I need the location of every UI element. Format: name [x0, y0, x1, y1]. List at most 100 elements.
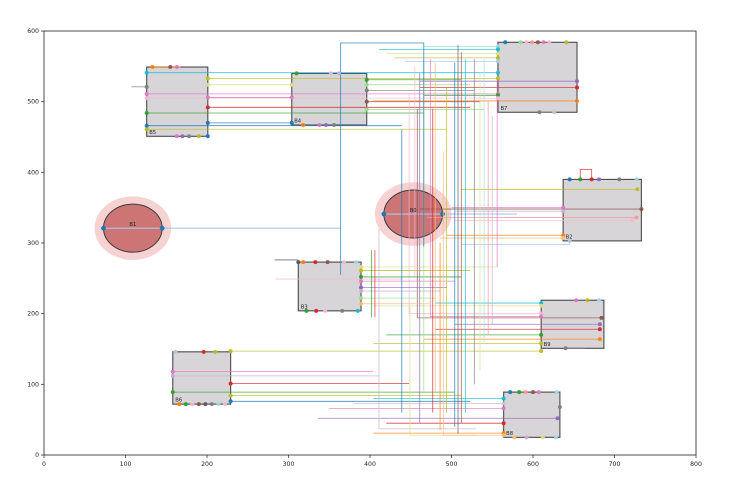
y-tick-label: 500 [27, 99, 39, 106]
pin-dot-11 [205, 82, 210, 87]
pin-dot-34 [364, 107, 369, 112]
pin-dot-43 [495, 44, 500, 49]
pin-dot-131 [501, 396, 506, 401]
pin-dot-109 [213, 349, 218, 354]
x-tick-label: 700 [609, 461, 621, 468]
pin-dot-108 [201, 349, 206, 354]
pin-dot-62 [617, 177, 622, 182]
pin-dot-64 [561, 205, 566, 210]
pin-dot-92 [341, 260, 346, 265]
pin-dot-93 [354, 260, 359, 265]
module-label-B1: B1 [129, 222, 136, 228]
pin-dot-33 [364, 99, 369, 104]
pin-dot-81 [539, 341, 544, 346]
pin-dot-111 [170, 373, 175, 378]
pin-dot-23 [294, 71, 299, 76]
x-tick-label: 300 [283, 461, 295, 468]
pin-dot-142 [555, 416, 560, 421]
pin-dot-113 [228, 349, 233, 354]
pin-dot-95 [314, 308, 319, 313]
pin-dot-67 [561, 236, 566, 241]
pin-dot-15 [174, 134, 179, 139]
block-label-B6: B6 [175, 398, 182, 404]
pin-dot-69 [639, 207, 644, 212]
pin-dot-72 [567, 238, 572, 243]
pin-dot-117 [177, 402, 182, 407]
net-wire-37 [579, 169, 593, 180]
pin-dot-24 [328, 71, 333, 76]
pin-dot-74 [585, 298, 590, 303]
pin-dot-18 [196, 134, 201, 139]
pin-dot-101 [359, 274, 364, 279]
block-B7[interactable] [497, 41, 578, 113]
block-B4[interactable] [291, 72, 368, 126]
block-B8[interactable] [503, 391, 561, 438]
pin-dot-37 [524, 40, 529, 45]
pin-dot-59 [578, 177, 583, 182]
pin-dot-32 [364, 88, 369, 93]
pin-dot-114 [228, 381, 233, 386]
block-B3[interactable] [297, 261, 362, 312]
pin-dot-6 [144, 96, 149, 101]
pin-dot-112 [170, 390, 175, 395]
x-tick-label: 0 [42, 461, 46, 468]
pin-dot-77 [539, 303, 544, 308]
y-tick-label: 200 [27, 311, 39, 318]
pin-dot-132 [501, 401, 506, 406]
pin-dot-86 [597, 337, 602, 342]
block-B2[interactable] [562, 178, 642, 242]
pin-dot-53 [575, 79, 580, 84]
pin-dot-138 [524, 435, 529, 440]
pin-dot-48 [495, 70, 500, 75]
module-label-B0: B0 [410, 208, 417, 214]
block-B6[interactable] [172, 351, 232, 405]
pin-dot-40 [541, 40, 546, 45]
pin-dot-99 [359, 265, 364, 270]
terminal-dot-B0 [440, 211, 445, 217]
pin-dot-110 [170, 369, 175, 374]
pin-dot-106 [359, 301, 364, 306]
pin-dot-141 [557, 404, 562, 409]
pin-dot-96 [323, 308, 328, 313]
pin-dot-52 [495, 96, 500, 101]
pin-dot-57 [552, 110, 557, 115]
pin-dot-47 [495, 59, 500, 64]
pin-dot-104 [359, 289, 364, 294]
pin-dot-22 [289, 120, 294, 125]
pin-dot-88 [296, 260, 301, 265]
pin-dot-68 [635, 187, 640, 192]
y-tick-label: 0 [35, 452, 39, 459]
pin-dot-17 [187, 134, 192, 139]
pin-dot-119 [190, 402, 195, 407]
net-wire-86 [340, 42, 425, 275]
x-tick-label: 400 [364, 461, 376, 468]
pin-dot-4 [144, 84, 149, 89]
pin-dot-75 [597, 298, 602, 303]
x-tick-label: 800 [690, 461, 702, 468]
pin-dot-10 [205, 76, 210, 81]
x-tick-label: 100 [120, 461, 132, 468]
pin-dot-54 [575, 85, 580, 90]
pin-dot-118 [183, 402, 188, 407]
pin-dot-137 [512, 435, 517, 440]
pin-dot-82 [539, 349, 544, 354]
pin-dot-66 [561, 233, 566, 238]
terminal-dot-B0 [381, 211, 387, 217]
pin-dot-28 [323, 122, 328, 127]
pin-dot-3 [144, 70, 149, 75]
pin-dot-14 [205, 120, 210, 125]
y-tick-label: 300 [27, 240, 39, 247]
pin-dot-1 [168, 65, 173, 70]
pin-dot-83 [599, 315, 604, 320]
pin-dot-139 [540, 435, 545, 440]
block-label-B4: B4 [294, 118, 302, 124]
pin-dot-90 [313, 260, 318, 265]
net-wire-95 [442, 151, 504, 436]
pin-dot-60 [589, 177, 594, 182]
pin-dot-65 [561, 209, 566, 214]
pin-dot-128 [531, 390, 535, 395]
y-tick-label: 600 [27, 28, 39, 35]
pin-dot-58 [567, 177, 572, 182]
pin-dot-97 [340, 308, 345, 313]
